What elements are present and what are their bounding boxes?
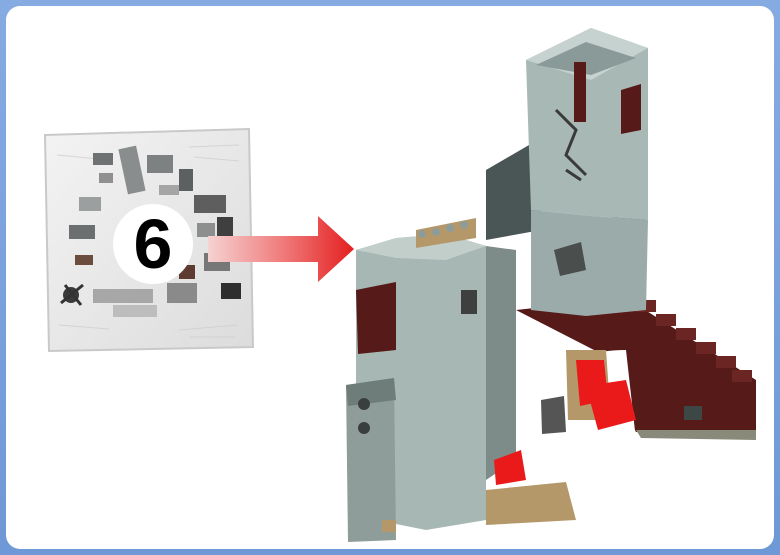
step-number: 6 (113, 204, 193, 284)
arrow-right-icon (208, 214, 356, 284)
castle-tower-model (336, 20, 774, 549)
instruction-panel: 6 (6, 6, 774, 549)
